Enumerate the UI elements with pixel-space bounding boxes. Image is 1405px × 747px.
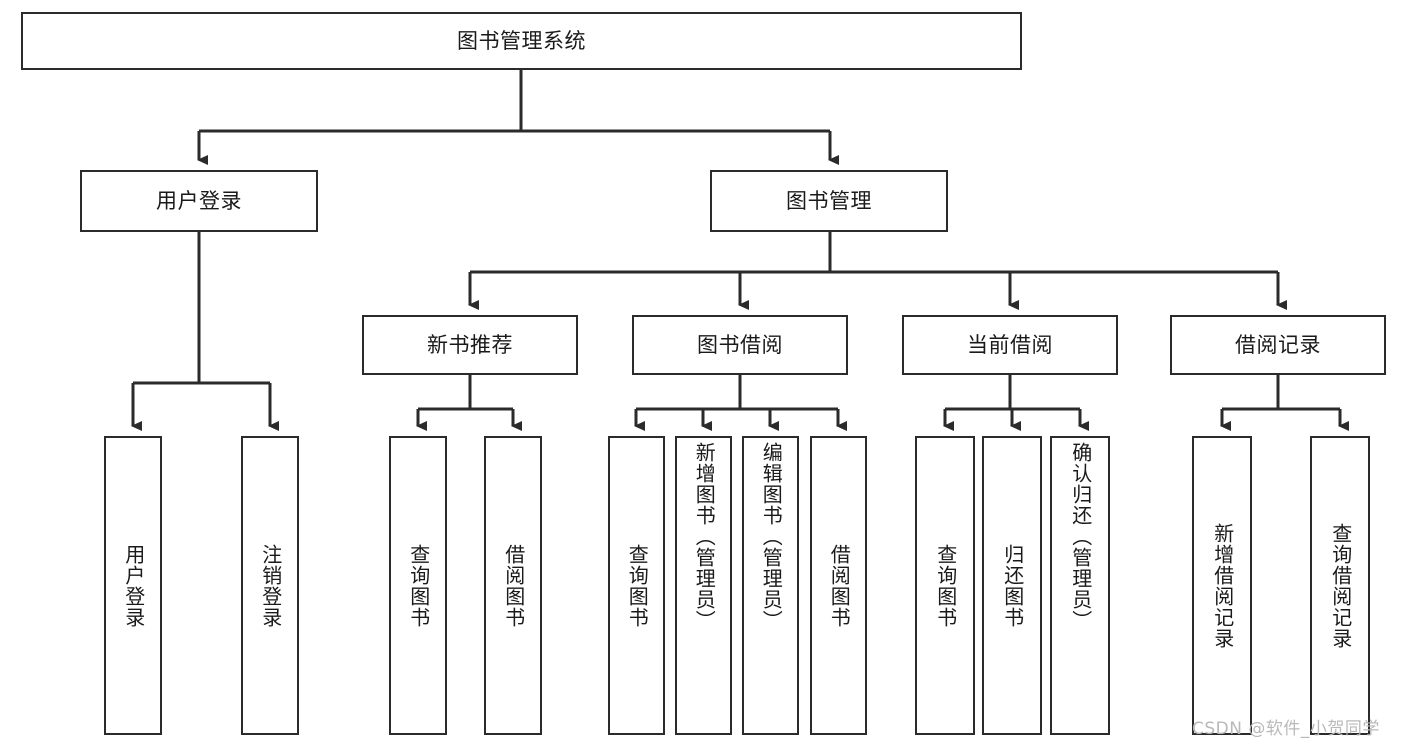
node-label: 借阅图书 <box>501 543 526 628</box>
node-book-management[interactable]: 图书管理 <box>710 170 948 232</box>
leaf-record-query-record[interactable]: 查询借阅记录 <box>1310 436 1370 735</box>
node-label: 查询图书 <box>933 543 958 628</box>
node-label: 用户登录 <box>156 188 242 213</box>
node-label: 新书推荐 <box>427 332 513 357</box>
node-current-borrow[interactable]: 当前借阅 <box>902 315 1118 375</box>
leaf-user-login-logout[interactable]: 注销登录 <box>241 436 299 735</box>
node-label: 图书管理 <box>786 188 872 213</box>
node-borrow-record[interactable]: 借阅记录 <box>1170 315 1386 375</box>
node-label: 查询图书 <box>625 543 650 628</box>
node-label: 归还图书 <box>1000 543 1025 628</box>
node-book-borrow[interactable]: 图书借阅 <box>632 315 848 375</box>
leaf-borrow-edit-book[interactable]: 编辑图书（管理员） <box>742 436 799 735</box>
leaf-borrow-borrow-book[interactable]: 借阅图书 <box>810 436 867 735</box>
leaf-borrow-query-book[interactable]: 查询图书 <box>608 436 665 735</box>
node-label: 确认归还（管理员） <box>1068 442 1093 631</box>
node-new-book-recommend[interactable]: 新书推荐 <box>362 315 578 375</box>
leaf-recommend-borrow-book[interactable]: 借阅图书 <box>484 436 542 735</box>
node-user-login[interactable]: 用户登录 <box>80 170 318 232</box>
csdn-watermark: CSDN @软件_小贺同学 <box>1192 719 1380 739</box>
node-label: 用户登录 <box>121 543 146 628</box>
leaf-borrow-add-book[interactable]: 新增图书（管理员） <box>675 436 732 735</box>
node-label: 借阅记录 <box>1235 332 1321 357</box>
leaf-user-login-login[interactable]: 用户登录 <box>104 436 162 735</box>
node-label: 当前借阅 <box>967 332 1053 357</box>
node-label: 注销登录 <box>258 543 283 628</box>
node-label: 图书管理系统 <box>457 28 586 53</box>
node-root-system[interactable]: 图书管理系统 <box>21 12 1022 70</box>
node-label: 借阅图书 <box>827 543 852 628</box>
leaf-current-query-book[interactable]: 查询图书 <box>915 436 975 735</box>
node-label: 新增图书（管理员） <box>692 442 717 631</box>
node-label: 图书借阅 <box>697 332 783 357</box>
node-label: 编辑图书（管理员） <box>759 442 784 631</box>
leaf-record-add-record[interactable]: 新增借阅记录 <box>1192 436 1252 735</box>
leaf-current-confirm-return[interactable]: 确认归还（管理员） <box>1050 436 1110 735</box>
leaf-recommend-query-book[interactable]: 查询图书 <box>389 436 447 735</box>
leaf-current-return-book[interactable]: 归还图书 <box>982 436 1042 735</box>
node-label: 新增借阅记录 <box>1210 522 1235 649</box>
node-label: 查询图书 <box>406 543 431 628</box>
node-label: 查询借阅记录 <box>1328 522 1353 649</box>
